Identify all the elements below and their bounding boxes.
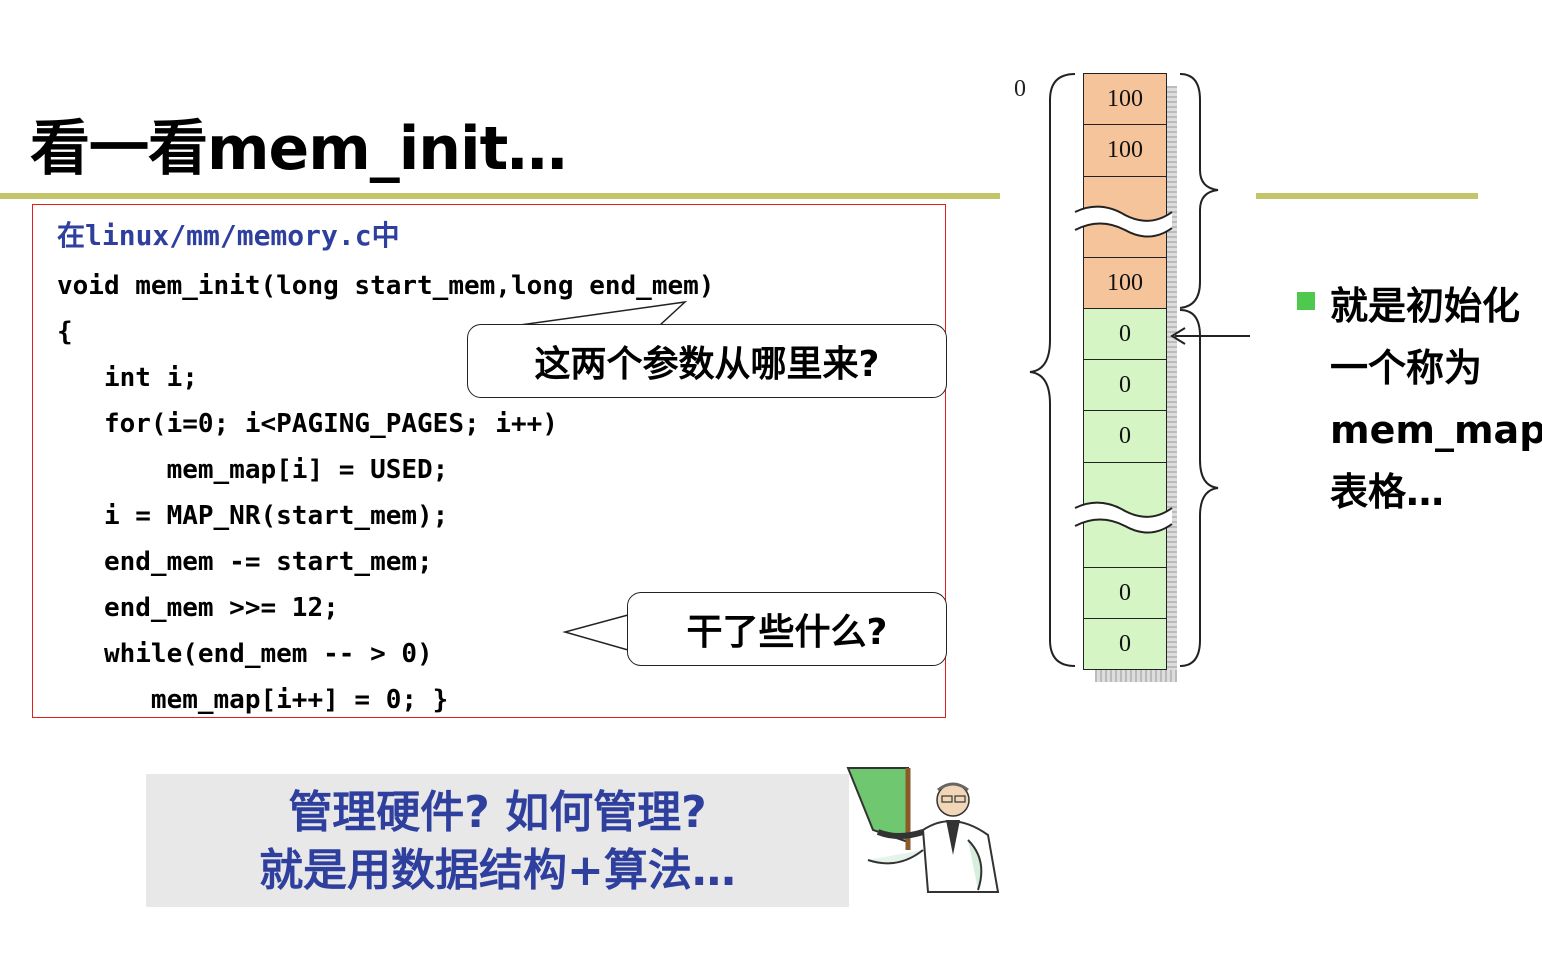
right-brace-upper-icon (1179, 73, 1219, 309)
title-rule-left (0, 193, 1000, 199)
memory-shadow-right (1167, 86, 1177, 682)
memory-cell-free: 0 (1083, 359, 1167, 411)
params-callout-pointer (519, 300, 688, 326)
code-file-header: 在linux/mm/memory.c中 (57, 219, 400, 252)
code-line: end_mem -= start_mem; (57, 547, 433, 577)
side-note-line: 就是初始化 (1330, 284, 1521, 328)
code-line: i = MAP_NR(start_mem); (57, 501, 449, 531)
what-callout-pointer (562, 614, 629, 651)
memory-cell-free: 0 (1083, 308, 1167, 360)
code-line: for(i=0; i<PAGING_PAGES; i++) (57, 409, 558, 439)
memory-map-annotations (1029, 73, 1250, 667)
memory-shadow-bottom (1095, 670, 1177, 682)
callout-pointers (519, 300, 688, 651)
memory-start-label: 0 (1014, 76, 1026, 102)
code-panel: 在linux/mm/memory.c中 void mem_init(long s… (32, 204, 946, 718)
code-line: while(end_mem -- > 0) (57, 639, 433, 669)
presenter-clipart-icon (846, 767, 1000, 893)
square-bullet-icon (1297, 292, 1315, 310)
memory-cell-free: 0 (1083, 410, 1167, 463)
code-line: mem_map[i] = USED; (57, 455, 449, 485)
code-line: { (57, 317, 73, 347)
code-line: int i; (57, 363, 198, 393)
left-brace-icon (1029, 73, 1076, 667)
params-callout: 这两个参数从哪里来? (467, 324, 947, 398)
memory-cell-free: 0 (1083, 567, 1167, 619)
memory-cell-free: 0 (1083, 618, 1167, 670)
side-note-line: mem_map (1330, 408, 1542, 452)
code-line: void mem_init(long start_mem,long end_me… (57, 271, 715, 301)
side-note-line: 一个称为 (1330, 346, 1483, 390)
summary-line-1: 管理硬件? 如何管理? (288, 787, 707, 838)
memory-cell-used: 100 (1083, 73, 1167, 125)
side-note: 就是初始化 一个称为 mem_map 表格… (1330, 275, 1542, 523)
code-line: mem_map[i++] = 0; } (57, 685, 449, 715)
title-rule-right (1256, 193, 1478, 199)
code-line: end_mem >>= 12; (57, 593, 339, 623)
right-brace-lower-icon (1179, 309, 1219, 667)
page-title: 看一看mem_init… (30, 114, 567, 184)
summary-box: 管理硬件? 如何管理? 就是用数据结构+算法… (146, 774, 849, 907)
memory-cell-used: 100 (1083, 257, 1167, 309)
what-callout: 干了些什么? (627, 592, 947, 666)
memory-cell-used: 100 (1083, 124, 1167, 177)
side-note-line: 表格… (1330, 470, 1445, 514)
summary-line-2: 就是用数据结构+算法… (259, 845, 736, 896)
